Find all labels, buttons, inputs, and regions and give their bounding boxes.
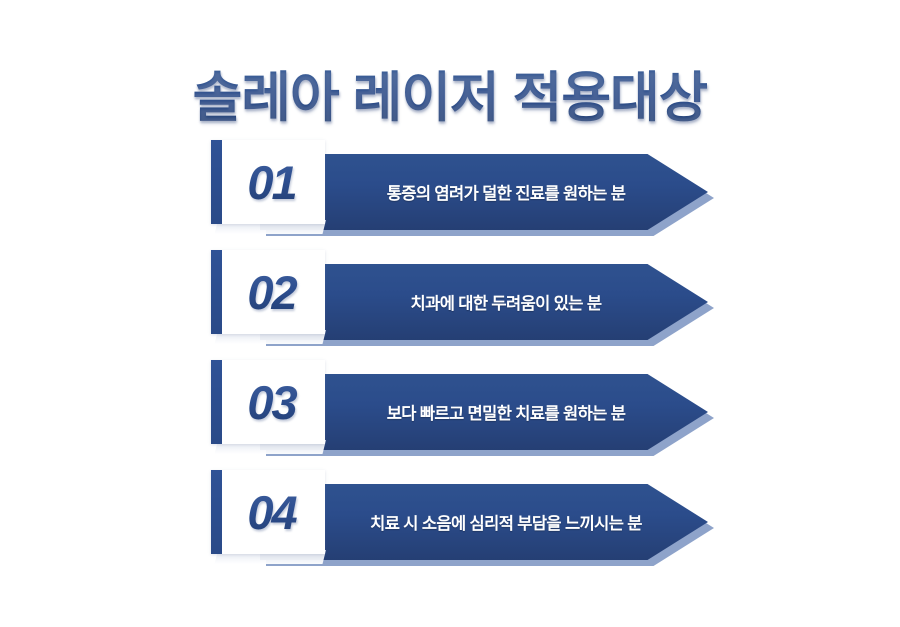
- number-card: 02: [211, 250, 325, 334]
- item-number: 01: [222, 140, 325, 224]
- item-label: 치료 시 소음에 심리적 부담을 느끼시는 분: [370, 515, 642, 533]
- list-item[interactable]: 통증의 염려가 덜한 진료를 원하는 분 01: [0, 136, 900, 246]
- arrow-banner: [260, 154, 708, 230]
- number-card-accent-bar: [211, 470, 222, 554]
- number-card: 03: [211, 360, 325, 444]
- number-card-accent-bar: [211, 360, 222, 444]
- arrow-banner: [260, 264, 708, 340]
- list-item[interactable]: 치료 시 소음에 심리적 부담을 느끼시는 분 04: [0, 466, 900, 576]
- number-card-accent-bar: [211, 140, 222, 224]
- item-number: 03: [222, 360, 325, 444]
- number-card-accent-bar: [211, 250, 222, 334]
- arrow-banner: [260, 374, 708, 450]
- number-card: 01: [211, 140, 325, 224]
- number-card: 04: [211, 470, 325, 554]
- page-title: 솔레아 레이저 적용대상: [193, 66, 709, 132]
- item-label: 보다 빠르고 면밀한 치료를 원하는 분: [386, 405, 626, 423]
- item-label: 치과에 대한 두려움이 있는 분: [410, 295, 603, 313]
- item-label: 통증의 염려가 덜한 진료를 원하는 분: [386, 185, 626, 203]
- page-title-wrapper: 솔레아 레이저 적용대상: [0, 30, 900, 168]
- items-list: 통증의 염려가 덜한 진료를 원하는 분 01 치과에 대한 두려움이 있는 분…: [0, 136, 900, 576]
- list-item[interactable]: 치과에 대한 두려움이 있는 분 02: [0, 246, 900, 356]
- list-item[interactable]: 보다 빠르고 면밀한 치료를 원하는 분 03: [0, 356, 900, 466]
- arrow-banner: [260, 484, 708, 560]
- item-number: 02: [222, 250, 325, 334]
- item-number: 04: [222, 470, 325, 554]
